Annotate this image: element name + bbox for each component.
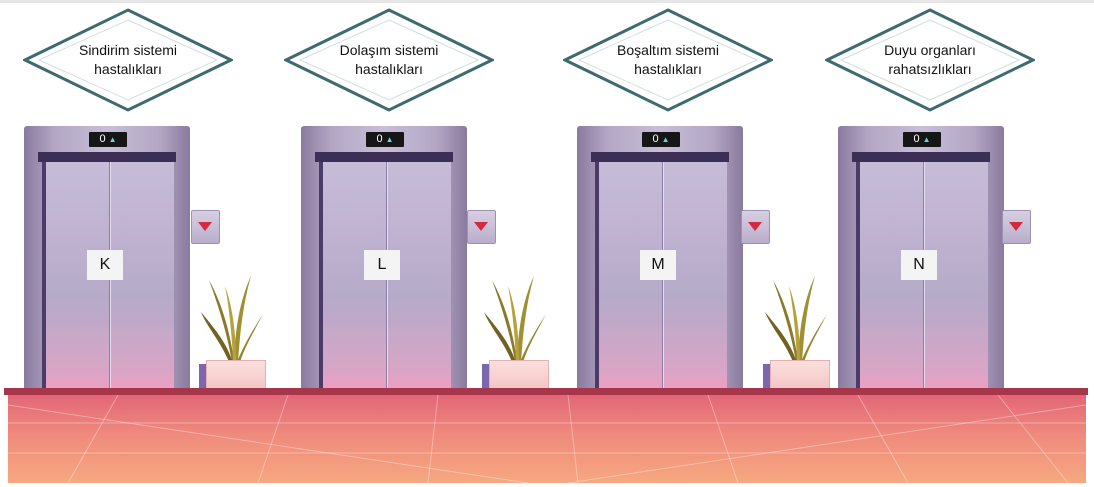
down-triangle-icon [748, 222, 762, 231]
down-triangle-icon [198, 222, 212, 231]
elevator-lintel [852, 152, 990, 162]
elevator-l[interactable]: 0 ▲ L [301, 126, 467, 390]
sign-text: Duyu organları rahatsızlıkları [825, 8, 1035, 112]
call-button-k[interactable] [191, 210, 220, 244]
call-button-l[interactable] [467, 210, 496, 244]
top-divider [0, 0, 1094, 3]
potted-plant [199, 272, 266, 392]
floor-display: 0 ▲ [642, 132, 680, 147]
call-button-n[interactable] [1002, 210, 1031, 244]
pot-shadow [763, 364, 772, 390]
down-triangle-icon [474, 222, 488, 231]
floor-edge [4, 388, 1088, 395]
call-button-m[interactable] [741, 210, 770, 244]
floor [0, 388, 1094, 487]
sign-diamond-icon [23, 8, 233, 112]
sign-text: Boşaltım sistemi hastalıkları [563, 8, 773, 112]
sign-text: Sindirim sistemi hastalıkları [23, 8, 233, 112]
plant-pot [489, 360, 549, 392]
sign-diamond-icon [825, 8, 1035, 112]
elevator-label: L [364, 250, 400, 280]
elevator-m[interactable]: 0 ▲ M [577, 126, 743, 390]
up-arrow-icon: ▲ [922, 135, 931, 144]
sign-line-1: Dolaşım sistemi [339, 42, 439, 58]
floor-display: 0 ▲ [903, 132, 941, 147]
sign-k: Sindirim sistemi hastalıkları [23, 8, 233, 112]
sign-line-2: hastalıkları [634, 61, 702, 77]
floor-display: 0 ▲ [89, 132, 127, 147]
floor-tile-lines [8, 395, 1086, 483]
up-arrow-icon: ▲ [108, 135, 117, 144]
sign-text: Dolaşım sistemi hastalıkları [284, 8, 494, 112]
elevator-lintel [591, 152, 729, 162]
plant-pot [770, 360, 830, 392]
sign-line-2: rahatsızlıkları [888, 61, 972, 77]
plant-leaves-icon [201, 276, 263, 362]
sign-line-2: hastalıkları [355, 61, 423, 77]
up-arrow-icon: ▲ [385, 135, 394, 144]
sign-diamond-icon [563, 8, 773, 112]
floor-display: 0 ▲ [366, 132, 404, 147]
elevator-lintel [38, 152, 176, 162]
sign-line-1: Sindirim sistemi [78, 42, 177, 58]
elevator-label: K [87, 250, 123, 280]
sign-diamond-icon [284, 8, 494, 112]
elevator-n[interactable]: 0 ▲ N [838, 126, 1004, 390]
elevator-k[interactable]: 0 ▲ K [24, 126, 190, 390]
elevator-label: N [901, 250, 937, 280]
sign-line-1: Boşaltım sistemi [617, 42, 719, 58]
potted-plant [763, 272, 830, 392]
elevator-label: M [640, 250, 676, 280]
elevator-lintel [315, 152, 453, 162]
sign-line-1: Duyu organları [884, 42, 976, 58]
plant-leaves-icon [484, 276, 546, 362]
potted-plant [482, 272, 549, 392]
sign-l: Dolaşım sistemi hastalıkları [284, 8, 494, 112]
down-triangle-icon [1009, 222, 1023, 231]
up-arrow-icon: ▲ [661, 135, 670, 144]
plant-leaves-icon [765, 276, 827, 362]
sign-n: Duyu organları rahatsızlıkları [825, 8, 1035, 112]
pot-shadow [199, 364, 208, 390]
plant-pot [206, 360, 266, 392]
pot-shadow [482, 364, 491, 390]
sign-m: Boşaltım sistemi hastalıkları [563, 8, 773, 112]
floor-tiles [8, 395, 1086, 483]
sign-line-2: hastalıkları [94, 61, 162, 77]
